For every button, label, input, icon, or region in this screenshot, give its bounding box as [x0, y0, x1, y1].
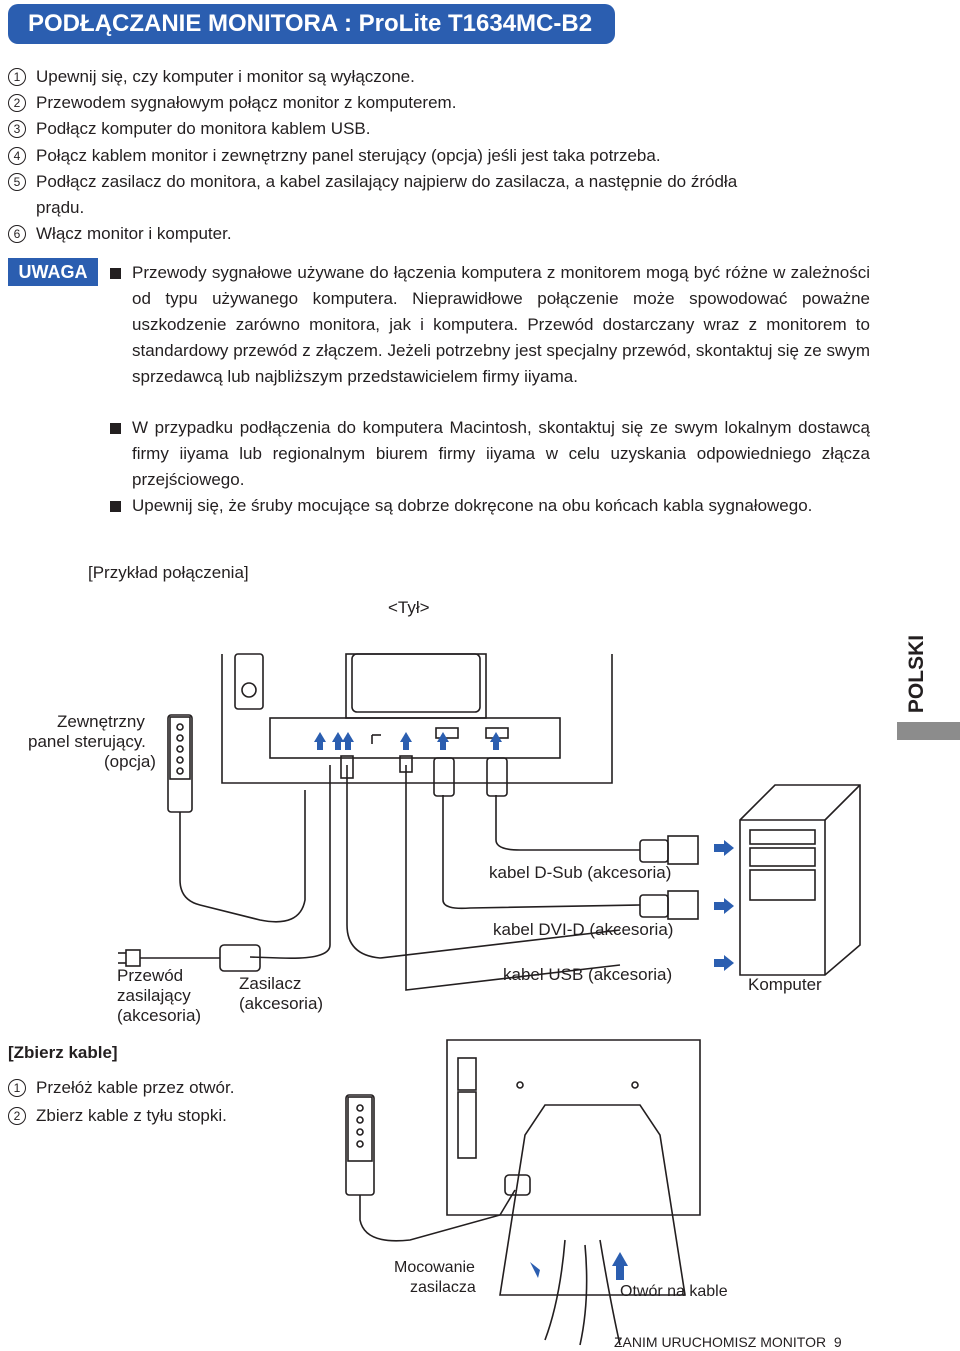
- control-panel-label-3: (opcja): [104, 752, 156, 771]
- step-number: 3: [8, 120, 26, 138]
- cable-step-1: 1 Przełóż kable przez otwór.: [8, 1076, 234, 1100]
- notice-item: Przewody sygnałowe używane do łączenia k…: [110, 260, 870, 390]
- notice-label: UWAGA: [8, 258, 98, 286]
- cable-management-title: [Zbierz kable]: [8, 1043, 118, 1062]
- dsub-cable-label: kabel D-Sub (akcesoria): [489, 863, 672, 882]
- step-number: 5: [8, 173, 26, 191]
- step-number: 1: [8, 68, 26, 86]
- step-6: 6 Włącz monitor i komputer.: [8, 222, 232, 246]
- rear-label: <Tył>: [388, 598, 430, 617]
- step-text: Podłącz zasilacz do monitora, a kabel za…: [36, 172, 738, 191]
- step-number: 4: [8, 147, 26, 165]
- notice-item: W przypadku podłączenia do komputera Mac…: [110, 415, 870, 493]
- step-3: 3 Podłącz komputer do monitora kablem USB…: [8, 117, 371, 141]
- page-footer: ZANIM URUCHOMISZ MONITOR 9: [614, 1334, 842, 1350]
- computer-tower-illustration: [739, 784, 861, 976]
- computer-label: Komputer: [748, 975, 822, 994]
- footer-section: ZANIM URUCHOMISZ MONITOR: [614, 1334, 827, 1350]
- adapter-label-2: (akcesoria): [239, 994, 324, 1013]
- adapter-mount-label-2: zasilacza: [410, 1279, 476, 1296]
- dvi-cable-label: kabel DVI-D (akcesoria): [493, 920, 674, 939]
- monitor-rear-illustration: [221, 653, 613, 784]
- adapter-label-1: Zasilacz: [239, 974, 302, 993]
- control-panel-label-1: Zewnętrzny: [57, 712, 145, 731]
- control-panel-label-2: panel sterujący.: [28, 732, 146, 751]
- adapter-mount-label-1: Mocowanie: [394, 1259, 475, 1276]
- step-text: Połącz kablem monitor i zewnętrzny panel…: [36, 146, 661, 165]
- step-number: 2: [8, 1107, 26, 1125]
- usb-cable-label: kabel USB (akcesoria): [503, 965, 673, 984]
- step-text: Upewnij się, czy komputer i monitor są w…: [36, 67, 415, 86]
- power-cord-label-1: Przewód: [117, 966, 184, 985]
- step-text: Przewodem sygnałowym połącz monitor z ko…: [36, 93, 457, 112]
- step-text: Przełóż kable przez otwór.: [36, 1078, 235, 1097]
- bullet-square-icon: [110, 423, 121, 434]
- page-number: 9: [833, 1334, 842, 1350]
- step-text: Podłącz komputer do monitora kablem USB.: [36, 119, 371, 138]
- step-1: 1 Upewnij się, czy komputer i monitor są …: [8, 65, 415, 89]
- step-text: Zbierz kable z tyłu stopki.: [36, 1106, 227, 1125]
- page-title: PODŁĄCZANIE MONITORA : ProLite T1634MC-B…: [8, 4, 615, 44]
- step-4: 4 Połącz kablem monitor i zewnętrzny pane…: [8, 144, 661, 168]
- step-text: Włącz monitor i komputer.: [36, 224, 232, 243]
- language-tab-bar: [897, 722, 960, 740]
- connection-arrows: [314, 732, 734, 1280]
- cable-management-illustration: [345, 1039, 701, 1346]
- cable-hole-label: Otwór na kable: [620, 1283, 728, 1300]
- notice-item-text: Przewody sygnałowe używane do łączenia k…: [132, 263, 870, 386]
- step-5: 5 Podłącz zasilacz do monitora, a kabel z…: [8, 170, 737, 194]
- step-number: 1: [8, 1079, 26, 1097]
- example-label: [Przykład połączenia]: [88, 563, 249, 582]
- control-panel-illustration: [167, 714, 193, 813]
- power-cord-label-3: (akcesoria): [117, 1006, 202, 1025]
- notice-item-text: W przypadku podłączenia do komputera Mac…: [132, 418, 870, 489]
- cable-step-2: 2 Zbierz kable z tyłu stopki.: [8, 1104, 227, 1128]
- notice-item: Upewnij się, że śruby mocujące są dobrze…: [110, 493, 870, 519]
- step-number: 2: [8, 94, 26, 112]
- bullet-square-icon: [110, 501, 121, 512]
- step-2: 2 Przewodem sygnałowym połącz monitor z k…: [8, 91, 456, 115]
- step-number: 6: [8, 225, 26, 243]
- step-5-continuation: prądu.: [36, 198, 85, 217]
- notice-item-text: Upewnij się, że śruby mocujące są dobrze…: [132, 496, 813, 515]
- power-cord-label-2: zasilający: [117, 986, 191, 1005]
- bullet-square-icon: [110, 268, 121, 279]
